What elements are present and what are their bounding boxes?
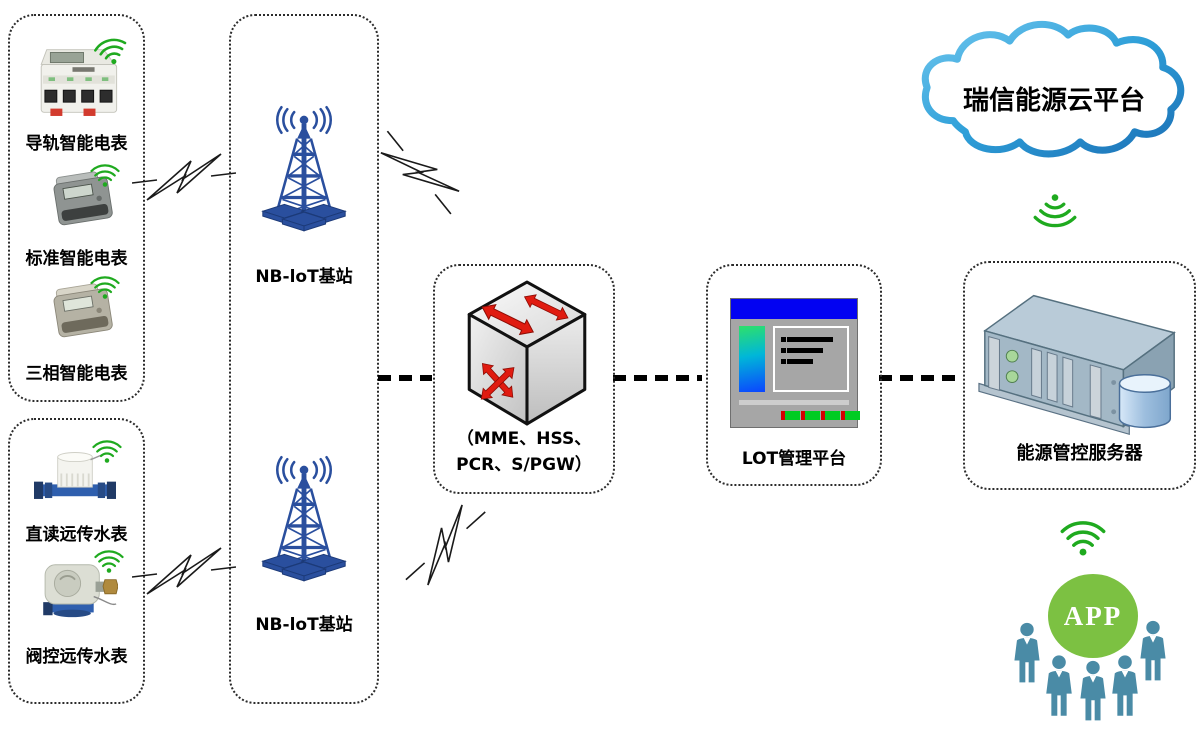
base-station-group-box: NB-loT基站 — [229, 14, 379, 704]
lightning-link-icon — [132, 547, 236, 595]
list-bullet — [781, 348, 786, 353]
base-station-top-label: NB-loT基站 — [255, 267, 353, 287]
app-label: APP — [1063, 600, 1123, 631]
app-users — [1004, 616, 1180, 722]
dashed-connector — [879, 375, 962, 381]
dashed-connector — [378, 375, 432, 381]
wifi-signal-icon — [90, 164, 120, 187]
water-meter-group-box: 直读远传水表 阀控远传水表 — [8, 418, 145, 704]
wifi-signal-icon — [1033, 194, 1077, 228]
energy-server-box: 能源管控服务器 — [963, 261, 1196, 490]
user-figure-icon — [1140, 620, 1166, 681]
app-badge: APP — [1048, 574, 1138, 658]
list-line — [787, 348, 823, 353]
console-indicator — [841, 411, 860, 420]
cell-tower-icon — [261, 455, 347, 582]
list-line — [787, 337, 833, 342]
rack-server-icon — [978, 294, 1176, 436]
standard-meter-label: 标准智能电表 — [25, 249, 128, 269]
cloud-platform: 瑞信能源云平台 — [913, 14, 1195, 172]
list-bullet — [781, 337, 786, 342]
standard-meter-icon — [53, 171, 113, 226]
cell-tower-icon — [261, 105, 347, 232]
console-titlebar — [731, 299, 857, 319]
console-indicator — [801, 411, 820, 420]
user-figure-icon — [1014, 622, 1040, 683]
wifi-signal-icon — [92, 440, 122, 463]
direct-reading-water-meter-label: 直读远传水表 — [25, 525, 128, 545]
base-station-bottom-label: NB-loT基站 — [255, 615, 353, 635]
console-status-strip — [739, 400, 849, 405]
wifi-signal-icon — [1060, 521, 1106, 556]
din-rail-meter-icon — [40, 49, 118, 116]
core-network-label-line2: PCR、S/PGW） — [456, 455, 592, 475]
din-rail-meter-label: 导轨智能电表 — [25, 134, 128, 154]
iot-platform-label: LOT管理平台 — [741, 449, 847, 469]
console-gradient-bar — [739, 326, 765, 392]
user-figure-icon — [1046, 655, 1072, 716]
three-phase-meter-icon — [53, 283, 113, 338]
valve-control-water-meter-icon — [43, 564, 118, 618]
valve-control-water-meter-label: 阀控远传水表 — [25, 647, 128, 667]
cloud-platform-label: 瑞信能源云平台 — [962, 86, 1145, 116]
iot-platform-box: LOT管理平台 — [706, 264, 882, 486]
cloud-icon — [921, 20, 1185, 158]
three-phase-meter-label: 三相智能电表 — [25, 364, 128, 384]
wifi-signal-icon — [94, 38, 127, 65]
core-network-box: （MME、HSS、 PCR、S/PGW） — [433, 264, 615, 494]
lightning-link-icon — [380, 130, 460, 215]
console-indicator — [821, 411, 840, 420]
dashed-connector — [613, 375, 702, 381]
list-bullet — [781, 359, 786, 364]
direct-reading-water-meter-icon — [34, 452, 116, 499]
lightning-link-icon — [405, 504, 486, 586]
electric-meter-group-box: 导轨智能电表 标准智能电表 — [8, 14, 145, 402]
management-console-icon — [730, 298, 860, 428]
wifi-signal-icon — [94, 550, 124, 573]
wifi-signal-icon — [90, 276, 120, 299]
list-line — [787, 359, 813, 364]
energy-server-label: 能源管控服务器 — [1016, 443, 1143, 464]
core-network-label-line1: （MME、HSS、 — [456, 429, 592, 449]
lightning-link-icon — [132, 153, 236, 201]
console-indicator — [781, 411, 800, 420]
user-figure-icon — [1080, 660, 1106, 721]
user-figure-icon — [1112, 655, 1138, 716]
core-network-switch-icon — [467, 280, 587, 426]
console-list-panel — [773, 326, 849, 392]
